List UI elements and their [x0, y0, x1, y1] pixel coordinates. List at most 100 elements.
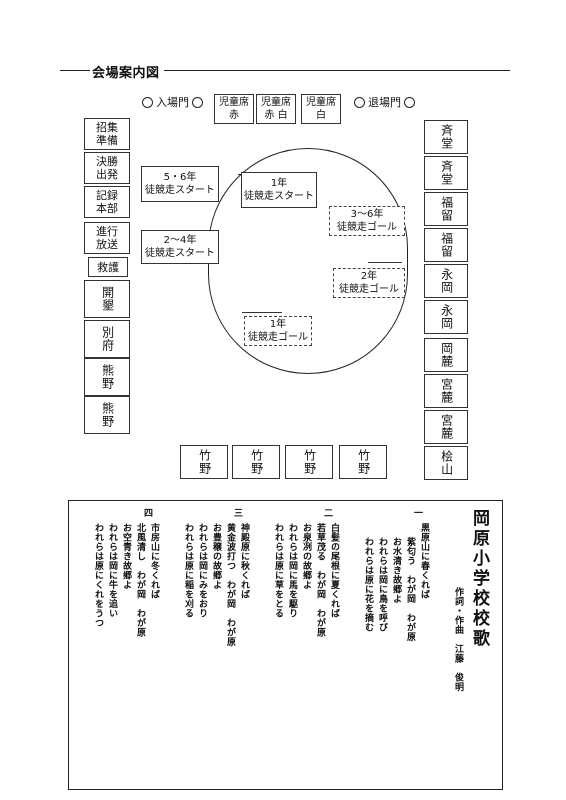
right-tent-label: 斉堂: [439, 124, 454, 150]
right-tent: 斉堂: [424, 156, 468, 190]
left-tent: 救護: [88, 257, 128, 277]
start-1-box: 1年徒競走スタート: [241, 172, 317, 208]
left-tent-label: 熊野: [100, 402, 115, 428]
left-tent: 決勝 出発: [84, 152, 130, 184]
seat-box: 児童席赤: [214, 94, 254, 124]
start-grade: 2〜4年: [163, 235, 197, 246]
start-caption: 徒競走スタート: [145, 185, 215, 196]
left-tent: 開墾: [84, 280, 130, 318]
left-tent-label: 別府: [100, 326, 115, 352]
goal-grade: 1年: [269, 319, 287, 330]
right-tent-label: 斉堂: [439, 160, 454, 186]
left-tent-label: 決勝 出発: [96, 155, 118, 181]
left-tent: 熊野: [84, 396, 130, 434]
goal-caption: 徒競走ゴール: [248, 332, 308, 343]
goal-line: [242, 312, 282, 313]
left-tent-label: 救護: [97, 260, 119, 274]
verse-line: 神殿原に秋くれば: [239, 523, 249, 599]
page-title: 会場案内図: [92, 66, 160, 81]
circle-icon: [354, 96, 365, 108]
title-rule-right: [164, 70, 510, 71]
goal-2-box: 2年徒競走ゴール: [333, 268, 405, 298]
verse-number: 一: [414, 509, 424, 519]
right-tent-label: 福留: [439, 232, 454, 258]
verse-line: 北風清し わが岡 わが原: [135, 523, 145, 637]
goal-grade: 2年: [360, 271, 378, 282]
right-tent: 永岡: [424, 300, 468, 334]
verse-line: 黄金波打つ わが岡 わが原: [225, 523, 235, 647]
circle-icon: [404, 96, 415, 108]
left-tent-label: 開墾: [100, 286, 115, 312]
verse-line: お水清き故郷よ: [391, 537, 401, 604]
goal-line: [368, 262, 402, 263]
verse-line: われらは岡にみをおり: [197, 523, 207, 618]
verse-line: お空青き故郷よ: [121, 523, 131, 590]
left-tent: 熊野: [84, 358, 130, 396]
seat-team: 赤 白: [264, 110, 288, 121]
verse-line: われらは岡に牛を追い: [107, 523, 117, 618]
start-5-6-box: 5・6年徒競走スタート: [141, 166, 219, 202]
verse-line: 黒原山に春くれば: [419, 523, 429, 599]
verse-line: われらは岡に馬を駆り: [287, 523, 297, 618]
anthem-title: 岡原小学校校歌: [469, 509, 489, 649]
seat-label: 児童席: [261, 97, 291, 108]
goal-caption: 徒競走ゴール: [339, 284, 399, 295]
bottom-tent-label: 竹野: [302, 449, 317, 475]
left-tent: 進行 放送: [84, 222, 130, 254]
goal-3-6-box: 3〜6年徒競走ゴール: [329, 206, 405, 236]
right-tent-label: 永岡: [439, 268, 454, 294]
verse-line: われらは原に稲を刈る: [183, 523, 193, 618]
right-tent: 宮麓: [424, 374, 468, 408]
seat-box: 児童席赤 白: [256, 94, 296, 124]
title-rule-left: [60, 70, 90, 71]
right-tent: 福留: [424, 228, 468, 262]
verse-line: 紫匂う わが岡 わが原: [405, 537, 415, 642]
exit-gate-label: 退場門: [368, 96, 401, 109]
verse-line: お泉冽の故郷よ: [301, 523, 311, 590]
verse-number: 三: [234, 509, 244, 519]
right-tent: 桧山: [424, 446, 468, 480]
left-tent-label: 記録 本部: [96, 189, 118, 215]
start-grade: 5・6年: [163, 172, 197, 183]
left-tent: 招集 準備: [84, 118, 130, 150]
start-caption: 徒競走スタート: [244, 191, 314, 202]
start-caption: 徒競走スタート: [145, 248, 215, 259]
entrance-gate: 入場門: [142, 94, 203, 110]
bottom-tent: 竹野: [180, 445, 228, 479]
circle-icon: [192, 96, 203, 108]
right-tent-label: 桧山: [439, 450, 454, 476]
goal-caption: 徒競走ゴール: [337, 222, 397, 233]
seat-team: 白: [316, 110, 326, 121]
verse-number: 四: [144, 509, 154, 519]
verse-line: 若草茂る わが岡 わが原: [315, 523, 325, 637]
right-tent: 永岡: [424, 264, 468, 298]
exit-gate: 退場門: [354, 94, 415, 110]
left-tent-label: 熊野: [100, 364, 115, 390]
bottom-tent: 竹野: [339, 445, 387, 479]
seat-label: 児童席: [306, 97, 336, 108]
left-tent: 記録 本部: [84, 186, 130, 218]
goal-1-box: 1年徒競走ゴール: [244, 316, 312, 346]
bottom-tent-label: 竹野: [249, 449, 264, 475]
bottom-tent: 竹野: [232, 445, 280, 479]
verse-line: お豊穣の故郷よ: [211, 523, 221, 590]
right-tent-label: 宮麓: [439, 414, 454, 440]
left-tent: 別府: [84, 320, 130, 358]
verse-line: 白髪の尾根に夏くれば: [329, 523, 339, 618]
left-tent-label: 招集 準備: [96, 121, 118, 147]
right-tent-label: 宮麓: [439, 378, 454, 404]
school-anthem-box: 岡原小学校校歌 作詞・作曲 江藤 俊明 一 黒原山に春くれば 紫匂う わが岡 わ…: [68, 500, 503, 790]
bottom-tent-label: 竹野: [197, 449, 212, 475]
right-tent: 宮麓: [424, 410, 468, 444]
right-tent: 斉堂: [424, 120, 468, 154]
start-grade: 1年: [270, 178, 288, 189]
bottom-tent: 竹野: [285, 445, 333, 479]
right-tent-label: 岡麓: [439, 342, 454, 368]
right-tent: 岡麓: [424, 338, 468, 372]
start-2-4-box: 2〜4年徒競走スタート: [141, 230, 219, 264]
entrance-gate-label: 入場門: [156, 96, 189, 109]
anthem-credit: 作詞・作曲 江藤 俊明: [453, 587, 463, 692]
verse-number: 二: [324, 509, 334, 519]
verse-line: われらは原に花を摘む: [363, 537, 373, 632]
right-tent-label: 永岡: [439, 304, 454, 330]
